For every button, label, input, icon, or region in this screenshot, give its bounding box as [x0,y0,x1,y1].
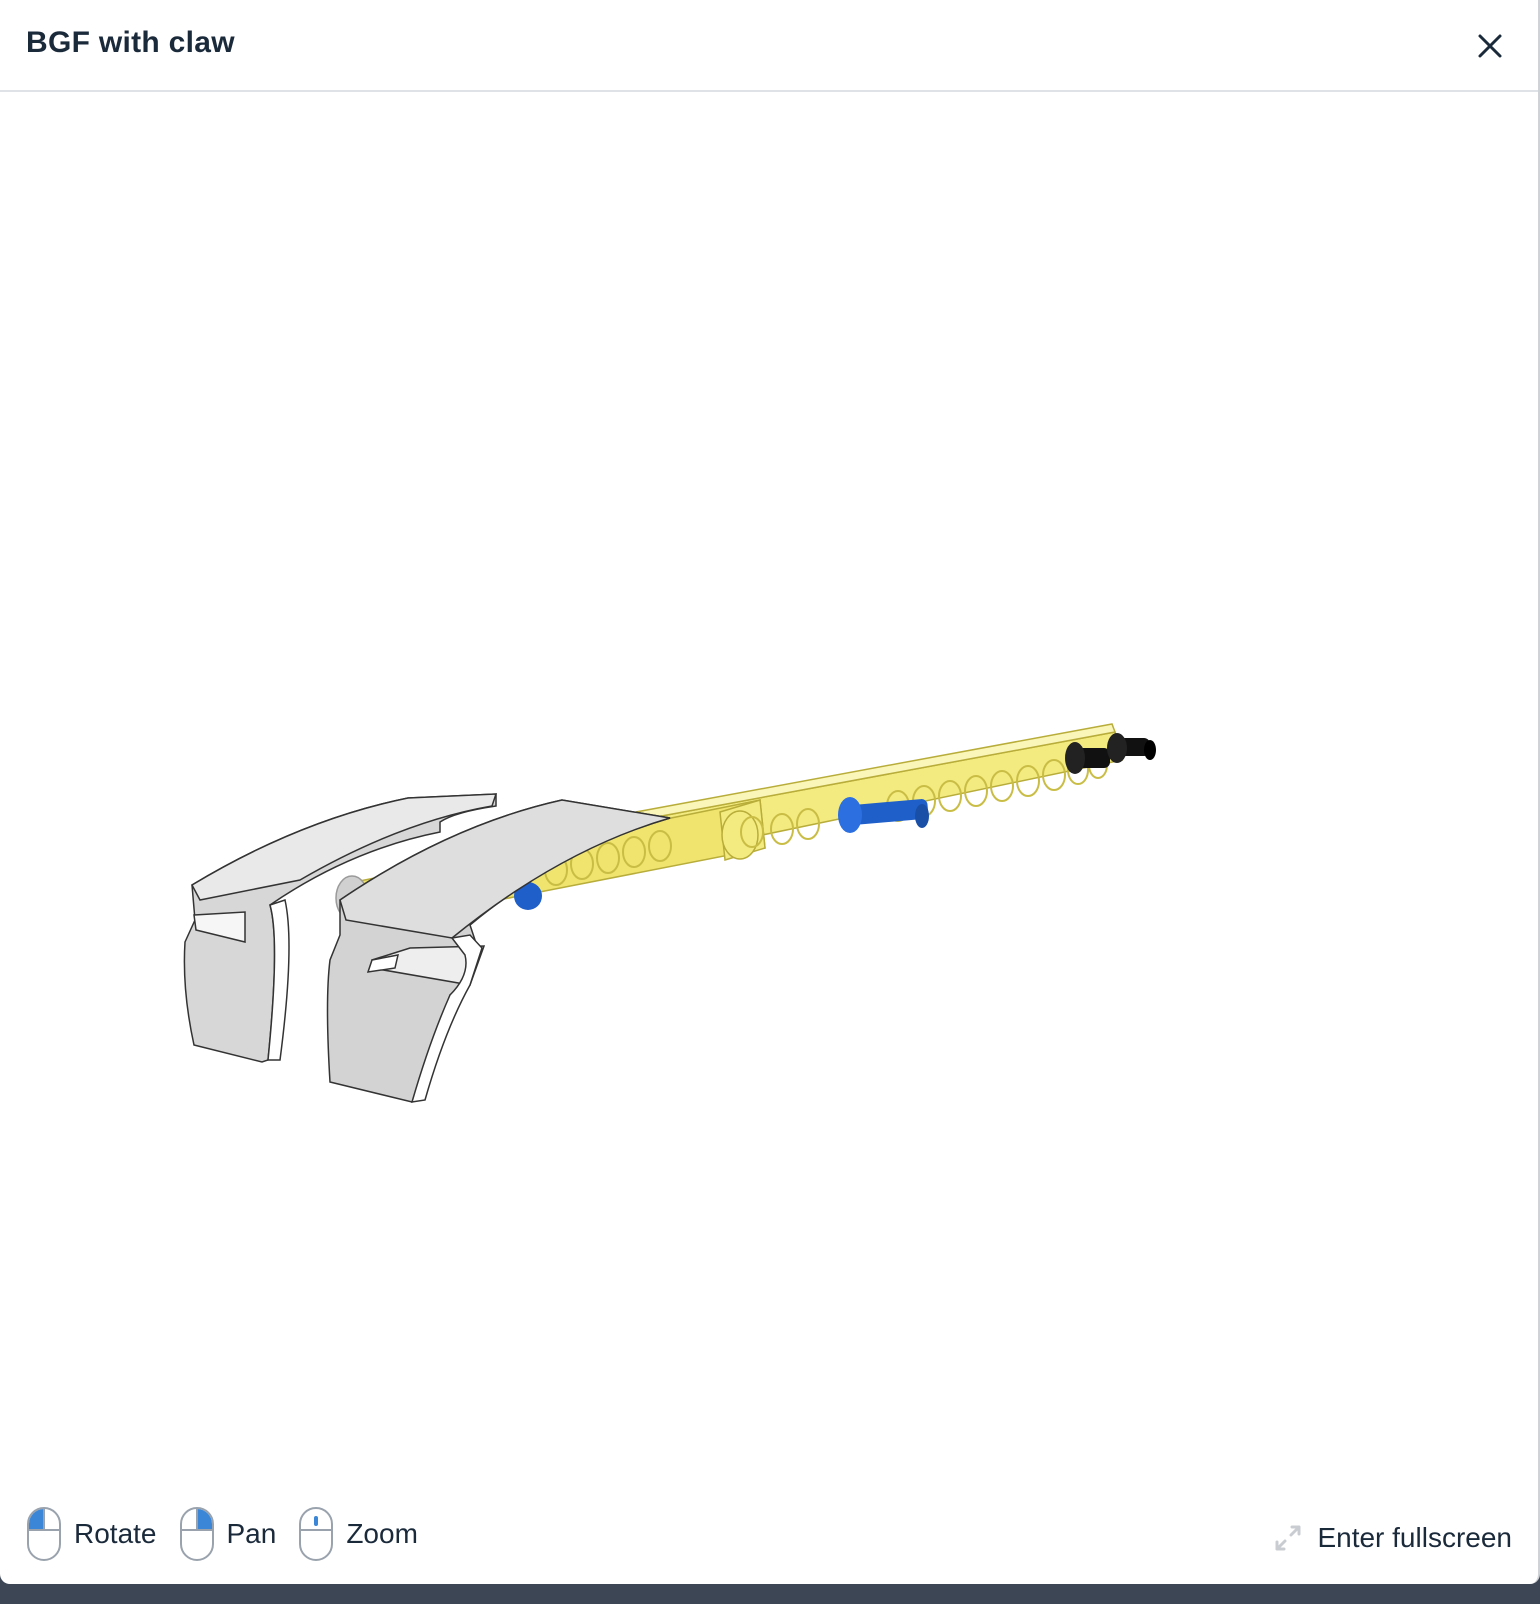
viewer-controls-legend: Rotate Pan Zoom [26,1506,440,1562]
claw-back [183,793,498,1063]
expand-icon [1275,1525,1301,1551]
zoom-control: Zoom [298,1506,418,1562]
black-pins [1065,733,1156,774]
blue-pin [838,797,929,833]
modal-header: BGF with claw [0,0,1538,92]
pan-control: Pan [179,1506,277,1562]
close-icon [1478,34,1502,58]
mouse-left-click-icon [27,1507,61,1561]
claw-front [326,799,671,1103]
lego-model-render [183,723,1156,1103]
fullscreen-label: Enter fullscreen [1317,1522,1512,1553]
mouse-right-click-icon [179,1507,214,1561]
rotate-label: Rotate [74,1518,157,1549]
mouse-scroll-icon [299,1507,334,1561]
3d-viewer-canvas[interactable] [0,92,1538,1584]
enter-fullscreen-button[interactable]: Enter fullscreen [1273,1522,1512,1554]
pan-label: Pan [226,1518,277,1549]
close-button[interactable] [1470,26,1510,66]
modal-title: BGF with claw [26,26,235,59]
zoom-label: Zoom [346,1518,418,1549]
rotate-control: Rotate [26,1506,157,1562]
blue-pin-small [514,882,542,910]
